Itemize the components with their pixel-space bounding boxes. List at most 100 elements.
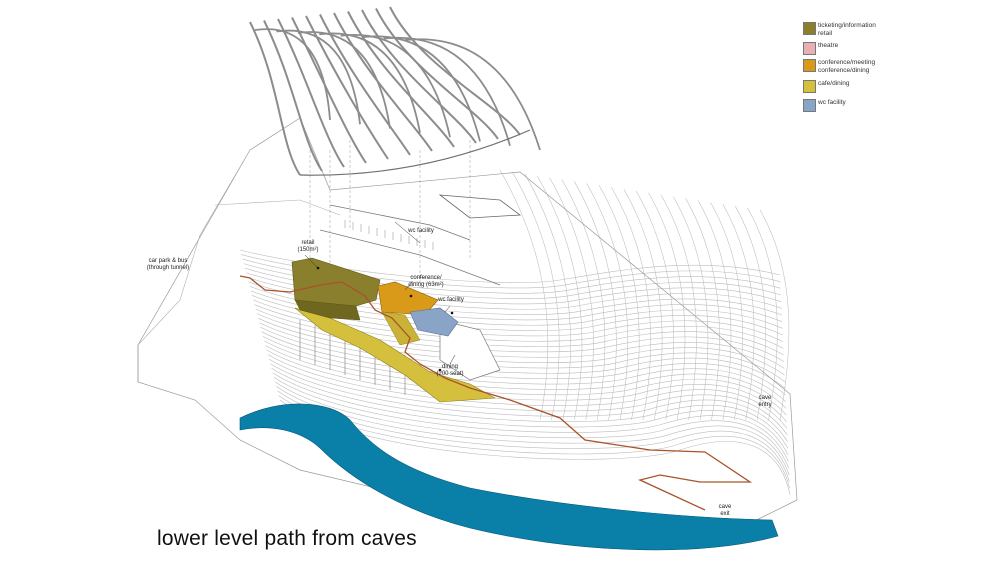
building-line: [329, 204, 471, 241]
contour-line: [685, 198, 720, 421]
roof-rib: [249, 21, 301, 176]
label-leaders: [304, 221, 456, 372]
contour-line: [260, 327, 786, 389]
contour-line: [276, 386, 790, 476]
leader-dot: [409, 294, 413, 298]
leader-line: [449, 354, 456, 365]
contour-line: [734, 206, 766, 421]
legend-swatch: [803, 59, 816, 72]
contour-line: [586, 183, 628, 421]
contour-line: [268, 358, 788, 436]
roof-rib: [276, 29, 361, 125]
legend-label: conference/meeting conference/dining: [818, 59, 876, 74]
roof-rib: [340, 34, 451, 138]
label-car-park: car park & bus (through tunnel): [146, 258, 190, 271]
contour-line: [549, 177, 594, 421]
roof-rib: [277, 18, 345, 168]
label-wc-upper: wc facility: [408, 228, 434, 234]
label-conference: conference/ dining (63m²): [408, 275, 444, 288]
contour-line: [635, 190, 674, 421]
contour-line: [499, 169, 549, 421]
contour-line: [524, 173, 571, 421]
contour-line: [259, 322, 786, 382]
contour-line: [710, 202, 743, 421]
leader-line: [444, 305, 451, 313]
roof-rib: [319, 32, 421, 134]
contour-line: [660, 194, 697, 421]
roof-canopy: [249, 6, 541, 176]
contour-line: [258, 317, 785, 376]
contour-line: [747, 207, 778, 421]
roof-rib: [404, 38, 541, 151]
leader-line: [304, 254, 319, 269]
roof-edge: [299, 129, 531, 176]
building-block: [438, 194, 522, 219]
contour-line: [279, 399, 791, 496]
roof-rib: [383, 36, 511, 146]
contour-line: [611, 187, 651, 421]
site-outline: [137, 117, 798, 549]
site-edge: [214, 199, 341, 216]
legend-swatch: [803, 22, 816, 35]
contour-line: [272, 372, 789, 456]
contour-line: [759, 209, 790, 421]
contour-line: [267, 354, 788, 429]
leader-dot: [316, 266, 320, 270]
leader-dot: [450, 311, 454, 315]
legend-label: wc facility: [818, 99, 846, 106]
contour-line: [722, 204, 755, 421]
label-dining: dining (200 seat): [436, 364, 464, 377]
contour-line: [271, 367, 789, 449]
roof-rib: [362, 35, 481, 142]
contour-line: [512, 171, 560, 421]
label-cave-entry: cave entry: [758, 395, 772, 408]
contour-line: [266, 349, 787, 422]
contour-line: [265, 345, 787, 416]
legend-label: theatre: [818, 42, 839, 49]
leader-line: [404, 281, 413, 291]
building-block: [439, 319, 501, 381]
legend-swatch: [803, 42, 816, 55]
contour-line: [536, 175, 583, 421]
contour-line: [264, 340, 787, 409]
contour-line: [648, 192, 686, 421]
lower-level-path: [239, 275, 753, 511]
roof-rib: [375, 8, 499, 140]
leader-dot: [438, 368, 442, 372]
legend-swatch: [803, 99, 816, 112]
contour-line: [270, 363, 788, 442]
contour-line: [277, 390, 790, 482]
label-cave-exit: cave exit: [718, 504, 732, 517]
label-wc-lower: wc facility: [438, 297, 464, 303]
leader-line: [394, 221, 421, 244]
contour-line: [261, 331, 786, 396]
caption: lower level path from caves: [157, 527, 417, 550]
river: [239, 403, 779, 551]
contour-line: [574, 181, 617, 421]
contour-line: [561, 179, 606, 421]
contour-line: [623, 188, 663, 421]
contour-line: [274, 381, 790, 469]
contour-line: [262, 336, 786, 402]
legend-label: ticketing/information retail: [818, 22, 876, 37]
roof-rib: [361, 9, 477, 144]
contour-line: [273, 377, 789, 462]
roof-rib: [291, 17, 367, 164]
roof-rib: [263, 20, 323, 172]
roof-rib: [389, 6, 521, 136]
conference-block: [377, 281, 439, 316]
contour-line: [673, 196, 709, 421]
roof-rib: [347, 11, 455, 148]
legend-label: cafe/dining: [818, 80, 850, 87]
roof-rib: [254, 28, 331, 121]
label-retail: retail (150m²): [297, 240, 319, 253]
contour-line: [697, 200, 732, 421]
roof-rib: [297, 31, 391, 129]
retail-block-side: [294, 299, 361, 321]
site-edge: [137, 149, 251, 346]
contour-line: [278, 395, 790, 489]
contour-line: [598, 185, 640, 421]
legend-swatch: [803, 80, 816, 93]
